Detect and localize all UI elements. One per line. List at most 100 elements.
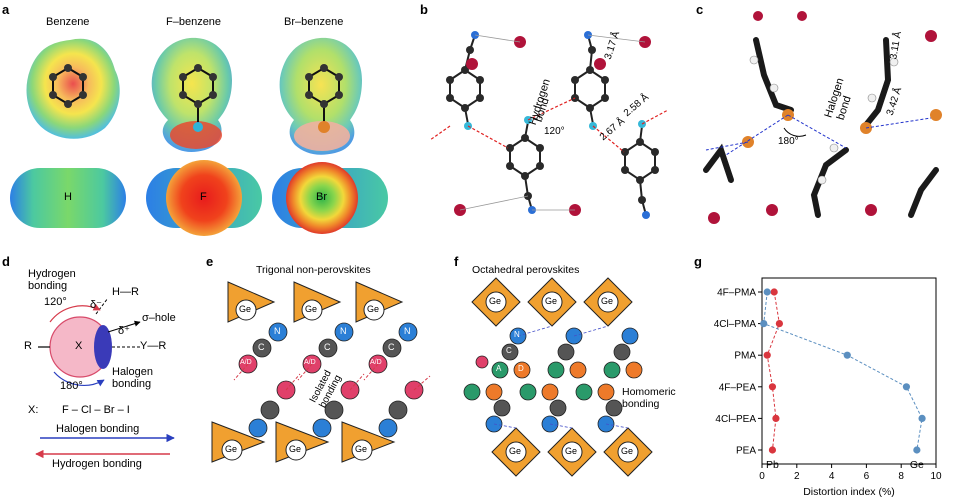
- panel-c-label: c: [696, 2, 704, 17]
- e-title: Trigonal non-perovskites: [256, 264, 371, 276]
- y-tick-label: 4Cl–PEA: [715, 414, 756, 425]
- br-surface-dot: [286, 162, 358, 234]
- benzene-esp: [26, 38, 120, 139]
- e-ge-2: Ge: [305, 304, 318, 314]
- y-tick-label: PEA: [736, 446, 756, 457]
- f-homomeric: Homomeric bonding: [622, 386, 676, 410]
- data-point-ge: [918, 414, 926, 422]
- f-c-1: C: [506, 346, 512, 355]
- bonding-diagram: [35, 297, 175, 459]
- sigma-hole-lobe: [94, 325, 112, 369]
- e-ad-3: A/D: [370, 359, 382, 366]
- data-point-ge: [843, 351, 851, 359]
- panel-g-label: g: [694, 254, 702, 269]
- y-tick-label: 4F–PMA: [717, 288, 756, 299]
- e-n-1: N: [274, 326, 281, 336]
- data-point-pb: [775, 320, 783, 328]
- e-ad-1: A/D: [240, 359, 252, 366]
- panel-f-label: f: [454, 254, 459, 269]
- crystal-structure-c: [703, 11, 942, 224]
- f-ge-1: Ge: [489, 296, 502, 306]
- panel-c: c 3.11 Å Halogen: [696, 0, 963, 240]
- x-tick-label: 10: [930, 471, 942, 482]
- f-a-1: A: [496, 364, 502, 373]
- d-angle-120: 120°: [44, 296, 67, 308]
- series-line-pb: [766, 291, 780, 451]
- x-tick-label: 2: [794, 471, 800, 482]
- h-surface: [10, 168, 126, 228]
- f-ge-6: Ge: [621, 446, 634, 456]
- series-label-pb: Pb: [766, 459, 779, 471]
- h-surface-label: H: [64, 191, 72, 203]
- f-n-1: N: [514, 330, 520, 339]
- f-ge-3: Ge: [601, 296, 614, 306]
- panel-d: d Hydrogen bonding 120° δ⁻ H—R δ⁺ σ–hole…: [0, 252, 200, 499]
- d-h-r: H—R: [112, 286, 139, 298]
- e-ge-6: Ge: [355, 444, 368, 454]
- x-axis-label: Distortion index (%): [803, 486, 895, 498]
- d-sigma-hole: σ–hole: [142, 312, 176, 324]
- crystal-structure-b: [429, 31, 669, 219]
- e-ge-5: Ge: [289, 444, 302, 454]
- y-tick-label: 4Cl–PMA: [714, 319, 757, 330]
- f-benzene-esp: [151, 37, 232, 152]
- esp-maps: [10, 37, 388, 236]
- data-point-pb: [768, 446, 777, 454]
- d-delta-plus: δ⁺: [118, 325, 130, 337]
- e-c-2: C: [324, 342, 331, 352]
- data-point-pb: [768, 383, 777, 391]
- series-label-ge: Ge: [910, 459, 924, 471]
- trigonal-diagram: [211, 281, 431, 463]
- d-r-left: R: [24, 340, 32, 352]
- panel-a-label: a: [2, 2, 10, 17]
- d-angle-180: 180°: [60, 380, 83, 392]
- benzene-title: Benzene: [46, 16, 90, 28]
- data-point-ge: [913, 446, 921, 454]
- data-point-ge: [763, 288, 771, 296]
- br-benzene-title: Br–benzene: [284, 16, 344, 28]
- f-surface-dot: [166, 160, 242, 236]
- d-y-r: Y—R: [140, 340, 167, 352]
- series-line-ge: [763, 291, 923, 451]
- f-surface-label: F: [200, 191, 207, 203]
- f-d-1: D: [518, 364, 524, 373]
- panel-d-label: d: [2, 254, 10, 269]
- panel-f: f Octahedral perovskites: [452, 252, 692, 499]
- fluorine-atom: [193, 122, 203, 132]
- e-ge-3: Ge: [367, 304, 380, 314]
- d-hydrogen-bonding: Hydrogen bonding: [28, 268, 76, 292]
- d-x-series-label: X:: [28, 404, 39, 416]
- d-x: X: [75, 340, 83, 352]
- plot-frame: [761, 277, 937, 465]
- d-x-series: F – Cl – Br – I: [62, 404, 130, 416]
- d-halogen-bonding: Halogen bonding: [112, 366, 153, 390]
- e-ad-2: A/D: [304, 359, 316, 366]
- e-c-3: C: [388, 342, 395, 352]
- f-ge-5: Ge: [565, 446, 578, 456]
- panel-e-label: e: [206, 254, 214, 269]
- f-ge-2: Ge: [545, 296, 558, 306]
- f-title: Octahedral perovskites: [472, 264, 580, 276]
- data-point-pb: [770, 288, 778, 296]
- data-point-ge: [760, 320, 768, 328]
- x-tick-label: 4: [829, 471, 835, 482]
- e-ge-1: Ge: [239, 304, 252, 314]
- bromine-atom: [318, 121, 330, 133]
- panel-b-label: b: [420, 2, 428, 17]
- y-tick-label: PMA: [734, 351, 756, 362]
- x-tick-label: 0: [759, 471, 765, 482]
- d-arrow-halogen: Halogen bonding: [56, 423, 140, 435]
- panel-b: b: [420, 0, 680, 240]
- octahedral-diagram: [463, 277, 653, 477]
- carbon-atoms: [49, 64, 343, 108]
- f-benzene-title: F–benzene: [166, 16, 222, 28]
- e-ge-4: Ge: [225, 444, 238, 454]
- d-arrow-hydrogen: Hydrogen bonding: [52, 458, 142, 470]
- d-delta-minus: δ⁻: [90, 299, 102, 311]
- c-angle-180: 180°: [778, 136, 799, 147]
- e-n-2: N: [340, 326, 347, 336]
- e-c-1: C: [258, 342, 265, 352]
- e-n-3: N: [404, 326, 411, 336]
